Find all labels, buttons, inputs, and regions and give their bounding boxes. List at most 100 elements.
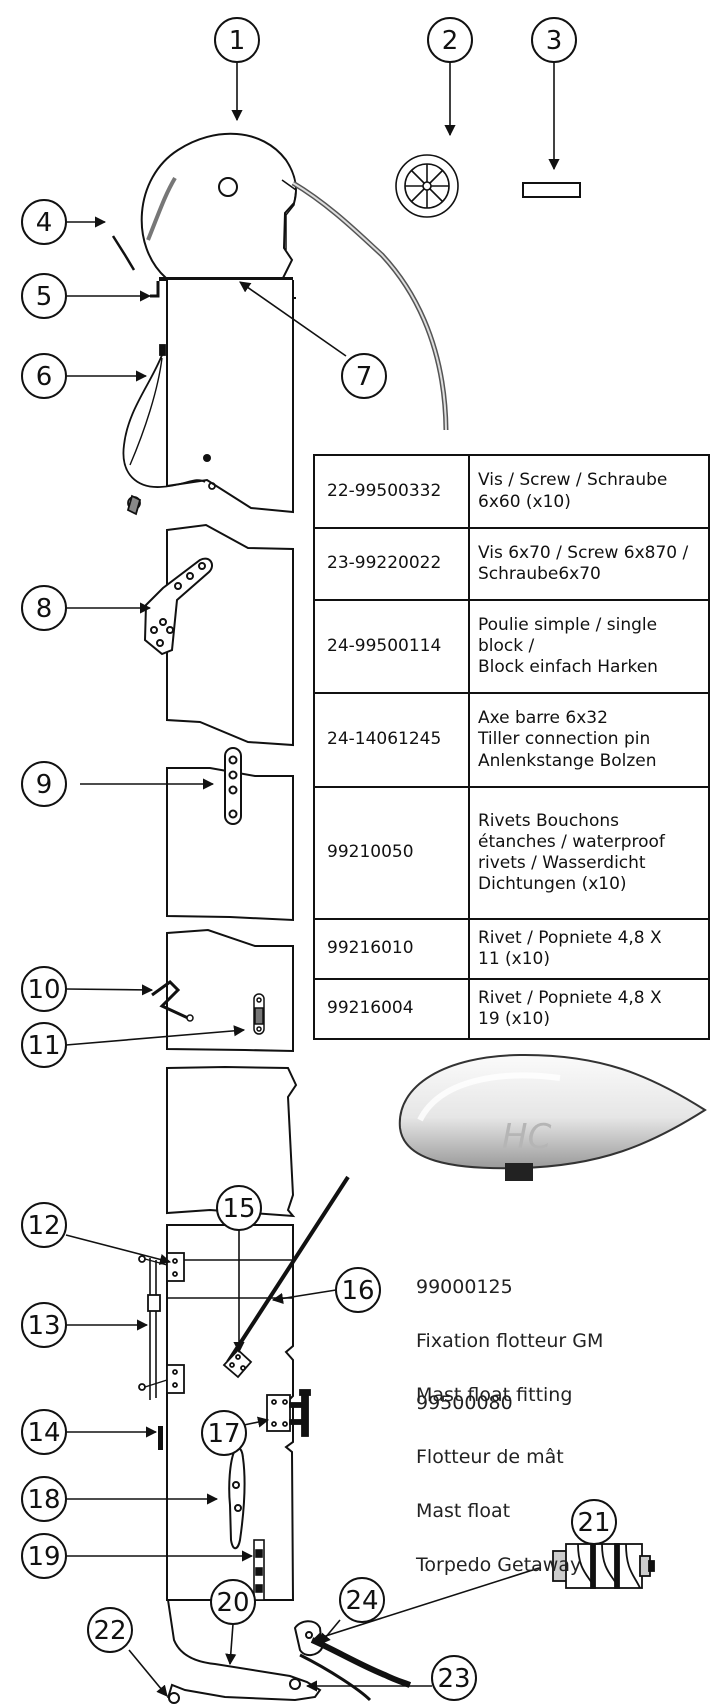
float-logo: HC: [502, 1117, 552, 1157]
callout-3: 3: [531, 17, 577, 63]
callout-1: 1: [214, 17, 260, 63]
small-fitting-11: [253, 993, 265, 1035]
svg-text:17: 17: [207, 1419, 240, 1449]
part-number: 22-99500332: [313, 454, 470, 529]
caption-line: Flotteur de mât: [416, 1446, 564, 1468]
svg-text:23: 23: [437, 1664, 470, 1694]
callout-18: 18: [21, 1476, 67, 1522]
tang-plates-12-13: [138, 1252, 185, 1400]
mast-section-top: [166, 280, 294, 514]
svg-text:24: 24: [345, 1586, 378, 1616]
caption-line: Torpedo Getaway: [416, 1554, 582, 1576]
gooseneck-17: [266, 1389, 311, 1437]
mast-float-image: [398, 1053, 707, 1181]
tiller-link-24: [293, 1620, 324, 1656]
masthead: [140, 132, 297, 299]
callout-11: 11: [21, 1022, 67, 1068]
table-row: 99210050 Rivets Bouchons étanches / wate…: [313, 786, 710, 920]
halyard-left-hook: [111, 235, 136, 271]
table-row: 23-99220022 Vis 6x70 / Screw 6x870 / Sch…: [313, 527, 710, 601]
table-row: 24-99500114 Poulie simple / single block…: [313, 599, 710, 694]
svg-text:15: 15: [222, 1194, 255, 1224]
table-row: 24-14061245 Axe barre 6x32 Tiller connec…: [313, 692, 710, 788]
rivet-strip-19: [253, 1539, 265, 1601]
callout-4: 4: [21, 199, 67, 245]
callout-22: 22: [87, 1607, 133, 1653]
callout-2: 2: [427, 17, 473, 63]
svg-text:11: 11: [27, 1031, 60, 1061]
callout-15: 15: [216, 1185, 262, 1231]
callout-20: 20: [210, 1579, 256, 1625]
diagonal-rod: [226, 1175, 350, 1364]
caption-line: Mast float fitting: [416, 1384, 573, 1406]
mast-heel-20: [167, 1599, 322, 1702]
part-description: Vis / Screw / Schraube 6x60 (x10): [468, 454, 710, 529]
svg-text:1: 1: [229, 26, 246, 56]
part-code: 99500080: [416, 1392, 513, 1414]
callout-5: 5: [21, 273, 67, 319]
part-number: 99210050: [313, 786, 470, 920]
callout-10: 10: [21, 966, 67, 1012]
svg-text:6: 6: [36, 362, 53, 392]
callout-16: 16: [335, 1267, 381, 1313]
part-number: 24-14061245: [313, 692, 470, 788]
svg-text:12: 12: [27, 1211, 60, 1241]
svg-text:21: 21: [577, 1508, 610, 1538]
svg-text:9: 9: [36, 770, 53, 800]
svg-text:3: 3: [546, 26, 563, 56]
spacer-3: [522, 182, 581, 198]
callout-23: 23: [431, 1655, 477, 1701]
callout-6: 6: [21, 353, 67, 399]
callout-7: 7: [341, 353, 387, 399]
sheave-wheel-2: [395, 154, 459, 218]
part-code: 99000125: [416, 1276, 513, 1298]
mast-section-4: [166, 928, 294, 1053]
caption-line: Fixation flotteur GM: [416, 1330, 604, 1352]
halyard-left: [146, 176, 177, 241]
callout-8: 8: [21, 585, 67, 631]
mast-section-3: [166, 767, 294, 922]
caption-line: Mast float: [416, 1500, 511, 1522]
table-row: 99216010 Rivet / Popniete 4,8 X 11 (x10): [313, 918, 710, 980]
part-description: Axe barre 6x32 Tiller connection pin Anl…: [468, 692, 710, 788]
table-row: 22-99500332 Vis / Screw / Schraube 6x60 …: [313, 454, 710, 529]
cleat-18: [228, 1446, 246, 1550]
mast-float-fitting-caption: 99000125 Fixation flotteur GM Mast float…: [416, 1247, 603, 1436]
part-description: Rivet / Popniete 4,8 X 11 (x10): [468, 918, 710, 980]
mast-section-5: [166, 1065, 298, 1218]
callout-12: 12: [21, 1202, 67, 1248]
svg-text:5: 5: [36, 282, 53, 312]
svg-text:2: 2: [442, 26, 459, 56]
callout-14: 14: [21, 1409, 67, 1455]
float-fitting-15: [222, 1348, 253, 1379]
svg-text:10: 10: [27, 975, 60, 1005]
mast-section-2: [166, 523, 294, 747]
part-number: 99216004: [313, 978, 470, 1040]
slotted-plate-9: [224, 747, 242, 825]
svg-text:18: 18: [27, 1485, 60, 1515]
callout-21: 21: [571, 1499, 617, 1545]
svg-text:16: 16: [341, 1276, 374, 1306]
part-description: Poulie simple / single block / Block ein…: [468, 599, 710, 694]
parts-table: 22-99500332 Vis / Screw / Schraube 6x60 …: [313, 454, 710, 1040]
part-number: 23-99220022: [313, 527, 470, 601]
small-fitting-14: [158, 1426, 163, 1450]
svg-text:19: 19: [27, 1542, 60, 1572]
svg-text:4: 4: [36, 208, 53, 238]
callout-17: 17: [201, 1410, 247, 1456]
mast-float-caption: 99500080 Flotteur de mât Mast float Torp…: [416, 1363, 581, 1606]
part-number: 99216010: [313, 918, 470, 980]
leader-lines: [65, 62, 560, 1697]
part-description: Rivet / Popniete 4,8 X 19 (x10): [468, 978, 710, 1040]
callout-24: 24: [339, 1577, 385, 1623]
svg-text:7: 7: [356, 362, 373, 392]
callout-9: 9: [21, 761, 67, 807]
svg-text:13: 13: [27, 1311, 60, 1341]
svg-text:8: 8: [36, 594, 53, 624]
tang-5: [150, 281, 160, 298]
part-description: Vis 6x70 / Screw 6x870 / Schraube6x70: [468, 527, 710, 601]
pin-22: [168, 1692, 180, 1704]
rivet-head: [203, 454, 211, 462]
hook-10: [151, 980, 189, 1020]
